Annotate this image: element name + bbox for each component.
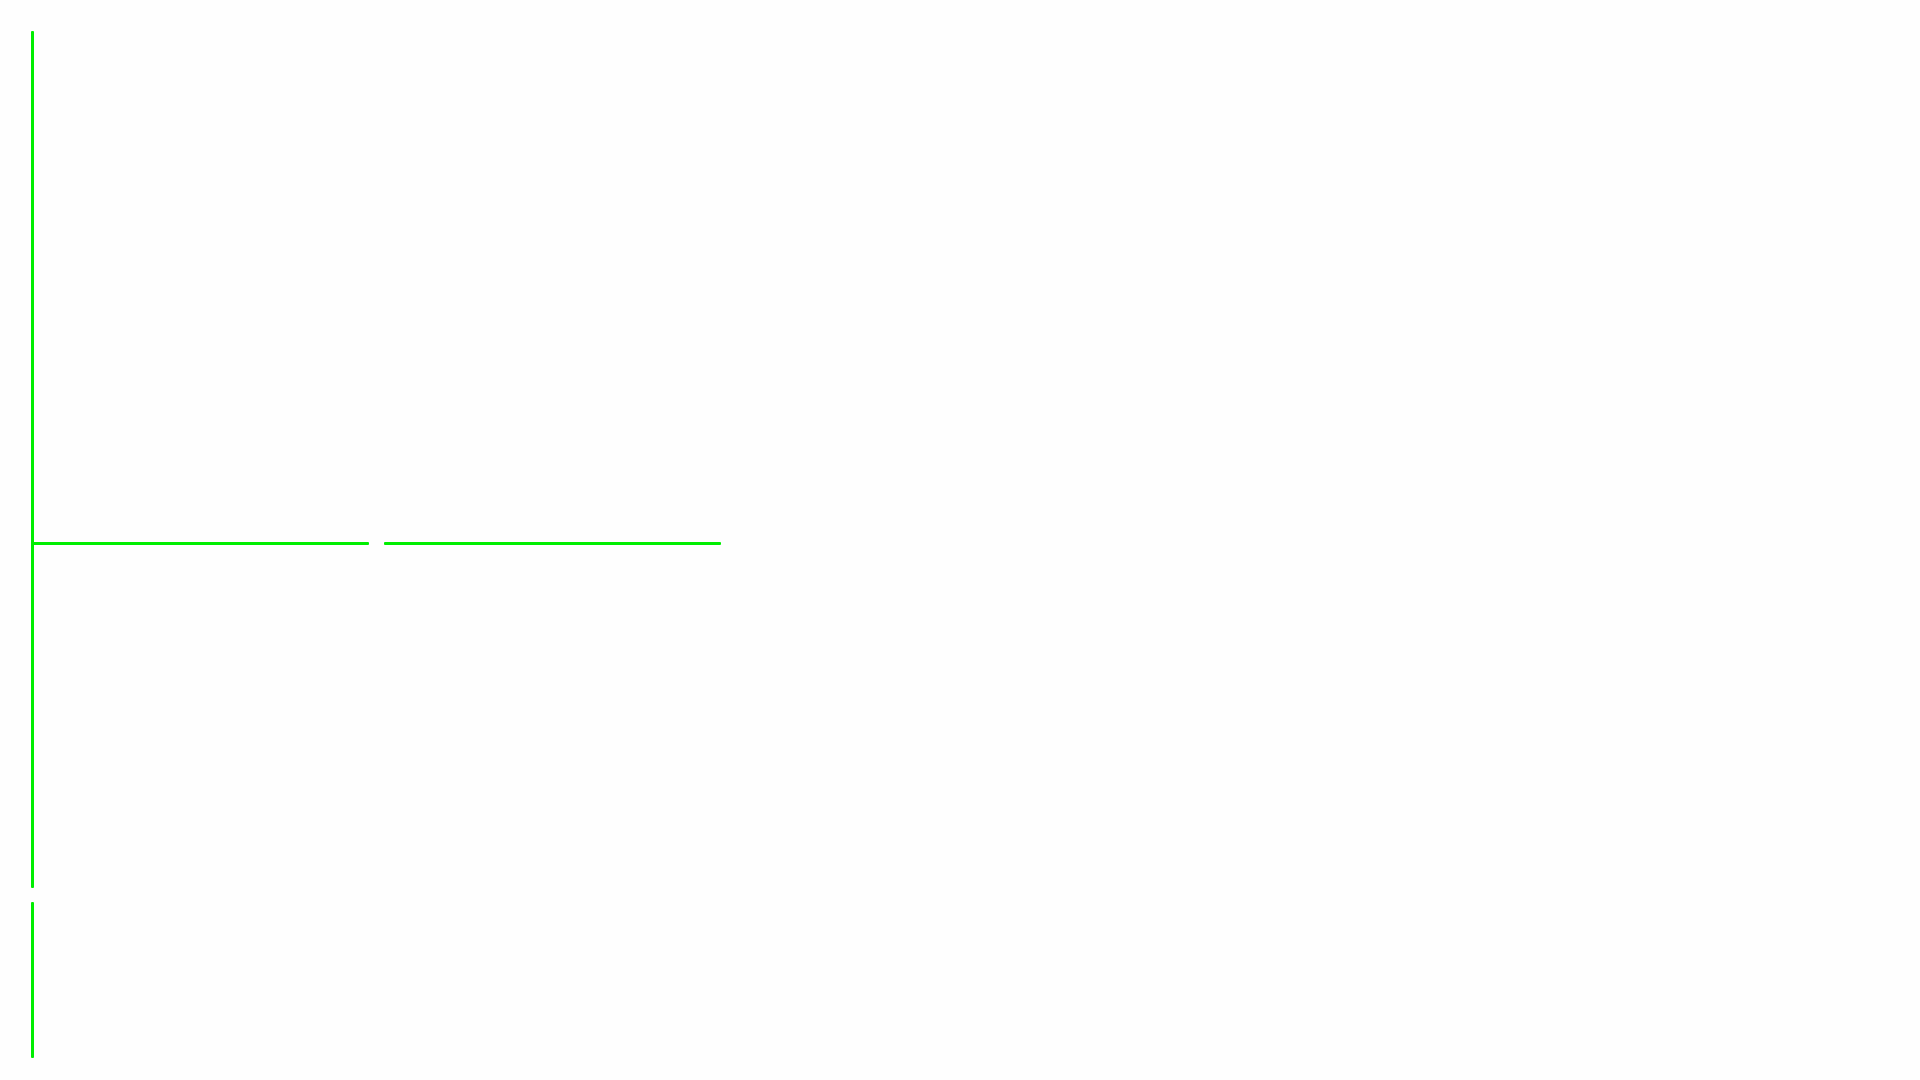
vertical-line-lower (31, 902, 34, 1058)
horizontal-line-right (384, 542, 721, 545)
horizontal-line-left (31, 542, 369, 545)
vertical-line-upper (31, 31, 34, 888)
